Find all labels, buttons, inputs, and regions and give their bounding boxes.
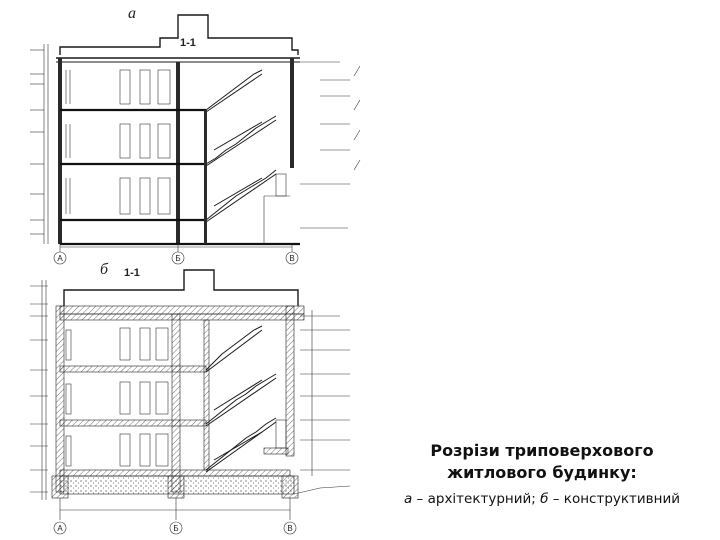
section-b-wall-right	[285, 305, 295, 457]
section-b-axis-a-label: А	[57, 524, 63, 533]
caption-sub-b-letter: б	[540, 491, 549, 507]
section-b-structural: б 1-1	[30, 261, 351, 535]
caption-title-line-2: житлового будинку:	[447, 463, 637, 482]
caption-sub-a-letter: а	[403, 491, 413, 507]
section-a-axis-c-bubble	[285, 251, 299, 265]
section-b-wall-left	[55, 305, 65, 493]
section-a-wall-left	[58, 58, 62, 244]
section-a-axis-c-label: В	[289, 254, 294, 263]
section-a-wall-right	[290, 58, 294, 168]
section-a-label: 1-1	[180, 37, 196, 49]
section-a-stairs	[205, 69, 277, 223]
section-a-roof-outline	[59, 14, 299, 55]
section-b-level-marks-right	[300, 310, 350, 476]
caption-title-line-1: Розрізи триповерхового	[430, 441, 654, 460]
caption-sub-b-text: – конструктивний	[548, 491, 681, 507]
section-b-letter: б	[100, 261, 109, 278]
section-a-architectural: а 1-1	[30, 5, 361, 265]
section-b-wall-middle	[171, 313, 181, 493]
section-b-stairs	[205, 325, 277, 473]
section-a-level-marks-right	[300, 61, 361, 229]
section-b-roof-outline	[63, 269, 299, 306]
caption-subtitle: а – архітектурний; б – конструктивний	[372, 489, 712, 509]
section-a-axis-b-label: Б	[175, 254, 180, 263]
caption-sub-a-text: – архітектурний;	[412, 491, 541, 507]
section-b-axis-c-label: В	[287, 524, 292, 533]
section-a-axes: А Б В	[53, 244, 299, 265]
section-a-axis-b-bubble	[171, 251, 185, 265]
figure-caption: Розрізи триповерхового житлового будинку…	[372, 440, 712, 509]
section-a-axis-a-label: А	[57, 254, 63, 263]
section-a-wall-middle	[176, 62, 180, 244]
section-b-axis-c-bubble	[283, 521, 297, 535]
section-b-label: 1-1	[124, 267, 140, 279]
section-b-axis-a-bubble	[53, 521, 67, 535]
section-b-roof-slab	[59, 305, 305, 315]
section-a-level-marks-left	[30, 44, 49, 244]
section-b-axes: А Б В	[53, 498, 297, 535]
section-a-letter: а	[128, 5, 136, 22]
section-b-axis-b-bubble	[169, 521, 183, 535]
section-a-axis-a-bubble	[53, 251, 67, 265]
section-b-level-marks-left	[30, 280, 48, 500]
section-b-axis-b-label: Б	[173, 524, 178, 533]
